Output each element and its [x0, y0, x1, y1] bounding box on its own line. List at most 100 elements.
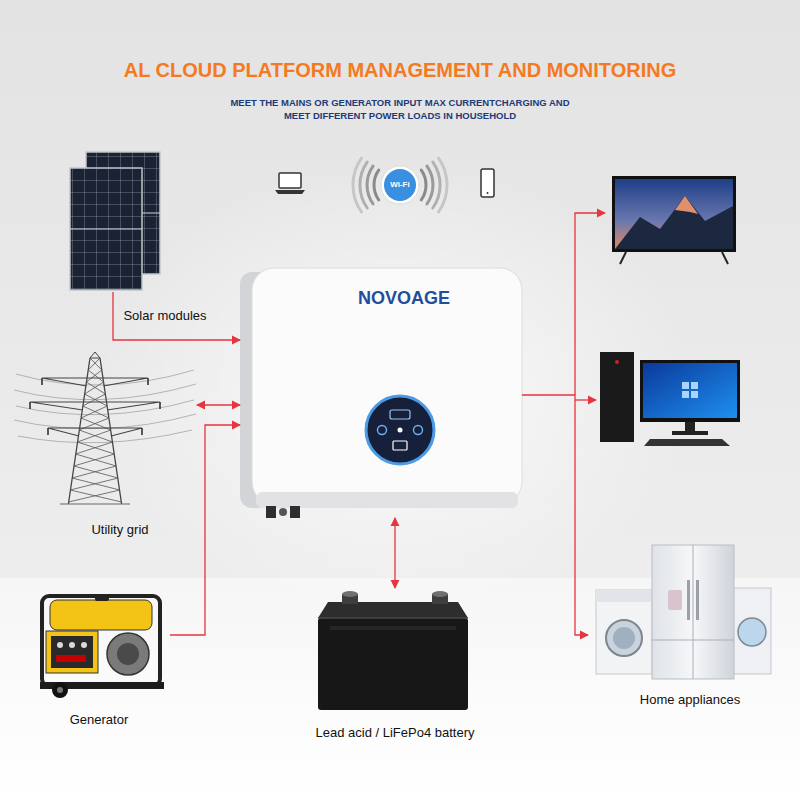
wifi-symbol	[353, 158, 447, 212]
battery-picture	[318, 618, 468, 710]
power-flow-arrow	[394, 518, 395, 588]
computer-picture	[682, 382, 689, 389]
wifi-text: Wi-Fi	[376, 179, 424, 191]
background	[95, 160, 695, 620]
inverter-housing	[393, 441, 407, 450]
laptop-icon	[275, 190, 305, 194]
tv-picture	[612, 176, 736, 264]
pylon-picture	[90, 352, 100, 358]
title: AL CLOUD PLATFORM MANAGEMENT AND MONITOR…	[0, 58, 800, 82]
generator-picture	[81, 642, 87, 648]
solar-panel-picture	[70, 228, 142, 229]
inverter-housing	[366, 396, 434, 464]
wifi-symbol	[433, 162, 440, 208]
generator-picture	[57, 687, 63, 693]
inverter-housing	[398, 428, 403, 433]
generator-node: Generator	[35, 585, 170, 730]
generator-picture	[95, 595, 109, 601]
generator-picture	[56, 655, 86, 662]
wifi-symbol	[367, 166, 373, 204]
pylon-picture	[60, 504, 130, 505]
generator-picture	[117, 643, 139, 665]
node-label: Generator	[70, 712, 129, 728]
computer-picture	[643, 363, 737, 418]
generator-picture	[42, 596, 160, 686]
appliances-picture	[596, 545, 771, 679]
inverter-housing	[256, 492, 518, 508]
battery-picture	[330, 626, 456, 630]
phone-icon	[481, 169, 494, 197]
computer-picture	[682, 391, 689, 398]
wifi-symbol	[353, 158, 362, 212]
wifi-symbol	[360, 162, 367, 208]
inverter-housing	[290, 506, 300, 518]
node-label: Solar modules	[123, 308, 206, 324]
generator-picture	[46, 631, 98, 673]
computer-picture	[600, 352, 740, 446]
solar-modules-node: Solar modules	[62, 148, 214, 328]
generator-picture	[107, 633, 149, 675]
output-branch-wire	[575, 213, 605, 395]
node-label: Lead acid / LiFePo4 battery	[316, 725, 475, 741]
inverter-housing	[378, 426, 387, 435]
laptop-icon	[275, 173, 305, 194]
pylon-picture	[48, 428, 142, 436]
node-label: NOVOAGE	[358, 290, 450, 306]
inverter-housing	[414, 426, 423, 435]
appliances-picture	[693, 545, 694, 679]
solar-panel-picture	[70, 152, 160, 290]
utility-grid-node: Utility grid	[12, 350, 197, 540]
battery-node: Lead acid / LiFePo4 battery	[300, 588, 490, 746]
appliances-picture	[652, 545, 734, 679]
node-label: Home appliances	[640, 692, 740, 708]
inverter-housing	[279, 508, 287, 516]
computer-picture	[644, 439, 730, 446]
inverter-housing	[266, 506, 276, 518]
tv-picture	[722, 252, 728, 264]
generator-picture	[50, 600, 152, 630]
computer-picture	[672, 431, 708, 435]
tv-picture	[612, 176, 736, 252]
appliances-picture	[696, 580, 699, 620]
power-flow-arrow	[113, 292, 240, 340]
pylon-picture	[14, 352, 196, 504]
power-flow-arrow	[197, 404, 240, 405]
battery-picture	[342, 591, 358, 597]
appliances-picture	[596, 590, 652, 602]
appliances-picture	[613, 627, 635, 649]
battery-picture	[432, 591, 448, 597]
inverter-housing	[252, 268, 522, 504]
computer-picture	[691, 391, 698, 398]
output-branch-wire	[575, 213, 605, 400]
tv-picture	[615, 179, 733, 249]
computer-picture	[685, 422, 695, 431]
generator-picture	[57, 642, 63, 648]
laptop-icon	[279, 173, 301, 188]
solar-panel-picture	[70, 168, 142, 290]
output-branch-wire	[575, 399, 596, 400]
tv-picture	[620, 252, 626, 264]
pylon-picture	[70, 358, 121, 502]
phone-icon	[487, 192, 489, 194]
computer-picture	[640, 360, 740, 422]
pylon-picture	[68, 358, 121, 504]
appliances-picture	[668, 590, 682, 610]
generator-picture	[51, 636, 93, 668]
computer-picture	[600, 352, 634, 442]
wifi-symbol	[374, 170, 379, 200]
computer-picture	[615, 360, 619, 364]
appliances-picture	[606, 620, 642, 656]
inverter-node: NOVOAGE	[240, 266, 522, 518]
phone-icon	[481, 169, 494, 197]
computer-picture	[691, 382, 698, 389]
subtitle: MEET THE MAINS OR GENERATOR INPUT MAX CU…	[230, 96, 570, 122]
generator-picture	[52, 682, 68, 698]
appliances-picture	[687, 580, 690, 620]
tv-picture	[675, 196, 698, 214]
home-appliances-node: Home appliances	[588, 540, 778, 715]
power-flow-arrow	[522, 395, 588, 635]
battery-picture	[318, 617, 468, 619]
